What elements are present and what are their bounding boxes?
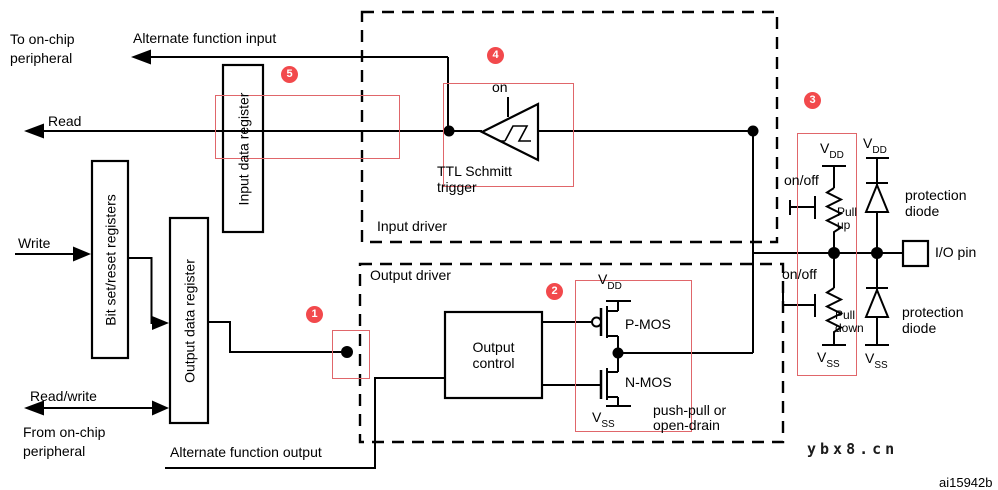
nmos-symbol (599, 353, 631, 407)
label-pull-up: Pull up (837, 205, 858, 232)
label-alternate-function-output: Alternate function output (170, 444, 322, 460)
output-driver-box (358, 262, 785, 444)
annotation-rect-5 (215, 95, 400, 159)
wire-bsr-to-odr (128, 257, 153, 324)
label-io-pin: I/O pin (935, 244, 977, 260)
label-pmos: P-MOS (625, 316, 671, 332)
arrow-readwrite-right (152, 400, 169, 416)
label-nmos: N-MOS (625, 374, 672, 390)
marker-2: 2 (546, 283, 563, 300)
label-from-onchip-peripheral: From on-chip peripheral (23, 424, 106, 459)
input-driver-box (360, 10, 779, 244)
label-read: Read (48, 113, 82, 129)
label-bit-set-reset-registers: Bit set/reset registers (102, 193, 118, 326)
io-pin-square (901, 239, 930, 268)
schmitt-trigger-symbol (479, 102, 540, 162)
output-control-box (443, 310, 544, 400)
label-vdd-pmos: VDD (598, 271, 622, 292)
label-push-pull-open-drain: push-pull or open-drain (653, 402, 727, 433)
label-ttl-schmitt-trigger: TTL Schmitt trigger (437, 163, 512, 195)
pull-up-symbol (789, 165, 846, 253)
arrow-readwrite-left (24, 400, 44, 416)
pmos-gate-bubble (591, 316, 602, 328)
input-data-register-box (221, 63, 265, 234)
pull-down-resistor (824, 287, 844, 345)
label-schmitt-on: on (492, 79, 508, 95)
junction-dots (341, 125, 883, 359)
label-alternate-function-input: Alternate function input (133, 30, 277, 46)
label-vss-pulldown: VSS (817, 349, 840, 370)
annotation-rect-4 (443, 83, 574, 187)
marker-5: 5 (281, 66, 298, 83)
marker-4: 4 (487, 47, 504, 64)
label-vdd-pullup: VDD (820, 140, 844, 161)
label-write: Write (18, 235, 51, 251)
arrow-read (24, 123, 44, 139)
arrow-write (73, 246, 91, 262)
figure-id: ai15942b (939, 475, 993, 490)
label-onoff-pulldown: on/off (782, 266, 817, 282)
label-pull-down: Pull down (835, 308, 864, 335)
label-output-control: Output control (472, 339, 515, 371)
label-vss-diode: VSS (865, 350, 888, 371)
annotation-rect-3 (797, 133, 857, 376)
annotation-rect-1 (332, 330, 370, 379)
bit-set-reset-box (90, 159, 130, 360)
wire-alt-func-output (165, 377, 445, 469)
marker-3: 3 (804, 92, 821, 109)
pull-down-symbol (782, 253, 846, 346)
arrow-bsr-odr (152, 316, 169, 330)
label-output-driver: Output driver (370, 267, 451, 283)
pull-up-resistor (824, 187, 844, 253)
protection-diode-bottom-symbol (864, 287, 890, 318)
wire-odr-to-junction (208, 321, 347, 353)
label-vdd-diode: VDD (863, 135, 887, 156)
label-output-data-register: Output data register (181, 258, 197, 383)
output-data-register-box (168, 216, 210, 425)
annotation-rect-2 (575, 280, 692, 432)
label-input-driver: Input driver (377, 218, 448, 234)
hysteresis-glyph (500, 125, 531, 142)
label-to-onchip-peripheral: To on-chip peripheral (10, 31, 75, 66)
label-read-write: Read/write (30, 388, 97, 404)
label-onoff-pullup: on/off (784, 172, 819, 188)
label-vss-nmos: VSS (592, 409, 615, 430)
wire-alt-func-input (151, 56, 449, 131)
label-input-data-register: Input data register (235, 92, 251, 205)
label-protection-diode-bottom: protection diode (902, 304, 964, 336)
arrow-alt-input (131, 49, 151, 65)
label-protection-diode-top: protection diode (905, 187, 967, 219)
arrowheads (24, 49, 169, 416)
watermark: ybx8.cn (807, 440, 899, 458)
marker-1: 1 (306, 306, 323, 323)
protection-diode-top-symbol (864, 182, 890, 213)
